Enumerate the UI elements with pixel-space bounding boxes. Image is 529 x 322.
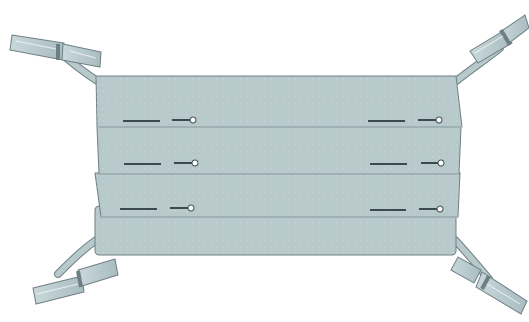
bottom-right-tie bbox=[450, 236, 528, 315]
mask-body bbox=[94, 75, 463, 256]
pin-head-icon bbox=[436, 205, 444, 213]
pin-head-icon bbox=[191, 159, 199, 167]
top-left-tie bbox=[9, 34, 103, 86]
pleat-1-right-pin bbox=[368, 116, 443, 124]
pins-and-stitches bbox=[120, 116, 445, 213]
pin-head-icon bbox=[437, 159, 445, 167]
pin-head-icon bbox=[187, 204, 195, 212]
pin-head-icon bbox=[189, 116, 197, 124]
pleat-2-right-pin bbox=[370, 159, 445, 167]
pleat-2-left-pin bbox=[124, 159, 199, 167]
pin-head-icon bbox=[435, 116, 443, 124]
pleat-3-left-pin bbox=[120, 204, 195, 212]
pleat-1-left-pin bbox=[123, 116, 197, 124]
pleat-3-right-pin bbox=[370, 205, 444, 213]
top-right-tie bbox=[451, 14, 529, 86]
